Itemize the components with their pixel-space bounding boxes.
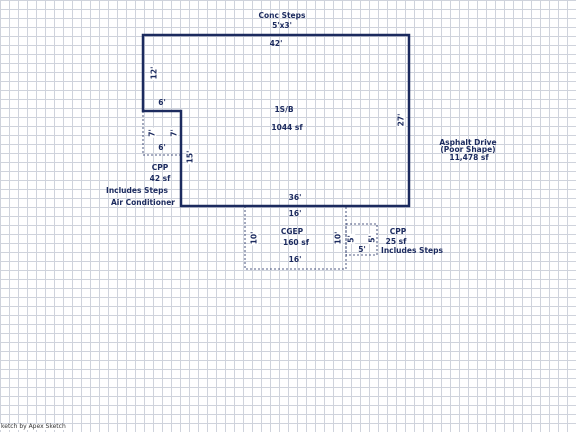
asphalt-drive-area: 11,478 sf xyxy=(449,153,489,162)
house-name: 1S/B xyxy=(274,105,294,114)
cpp-right-area: 25 sf xyxy=(385,237,407,246)
cpp-left-note: Includes Steps xyxy=(106,186,168,195)
cpp-right-bottom-dimension: 5' xyxy=(358,245,366,254)
notch-top-dimension: 6' xyxy=(158,98,166,107)
house-right-dimension: 27' xyxy=(396,112,406,128)
asphalt-drive-title: Asphalt Drive xyxy=(439,138,497,147)
cpp-right-note: Includes Steps xyxy=(381,246,443,255)
cgep-name: CGEP xyxy=(280,227,304,236)
cpp-left-name: CPP xyxy=(151,163,169,172)
cpp-right-name: CPP xyxy=(389,227,407,236)
cpp-left-outline xyxy=(142,111,181,156)
cpp-right-right-dimension: 5' xyxy=(367,234,377,244)
house-left-lower-dimension: 15' xyxy=(185,149,195,165)
cpp-right-left-dimension: 5' xyxy=(346,234,356,244)
cpp-left-area: 42 sf xyxy=(149,174,171,183)
house-area: 1044 sf xyxy=(271,123,303,132)
apex-sketch-credit: ketch by Apex Sketch xyxy=(0,423,67,430)
cgep-top-dimension: 16' xyxy=(288,209,302,218)
conc-steps-size: 5'x3' xyxy=(272,21,292,30)
house-left-upper-dimension: 12' xyxy=(149,65,159,81)
notch-bottom-dimension: 6' xyxy=(158,143,166,152)
notch-inner-right-dimension: 7' xyxy=(169,128,179,138)
cgep-area: 160 sf xyxy=(283,238,309,247)
cgep-outline xyxy=(244,206,347,270)
conc-steps-title: Conc Steps xyxy=(258,11,306,20)
cgep-bottom-dimension: 16' xyxy=(288,255,302,264)
notch-inner-left-dimension: 7' xyxy=(147,128,157,138)
house-outline xyxy=(141,33,411,208)
asphalt-drive-subtitle: (Poor Shape) xyxy=(440,145,496,154)
house-bottom-dimension: 36' xyxy=(288,193,302,202)
air-conditioner-label: Air Conditioner xyxy=(110,198,175,207)
cgep-left-dimension: 10' xyxy=(249,230,259,246)
cgep-right-dimension: 10' xyxy=(333,230,343,246)
cpp-right-outline xyxy=(345,223,378,256)
house-top-dimension: 42' xyxy=(269,39,283,48)
